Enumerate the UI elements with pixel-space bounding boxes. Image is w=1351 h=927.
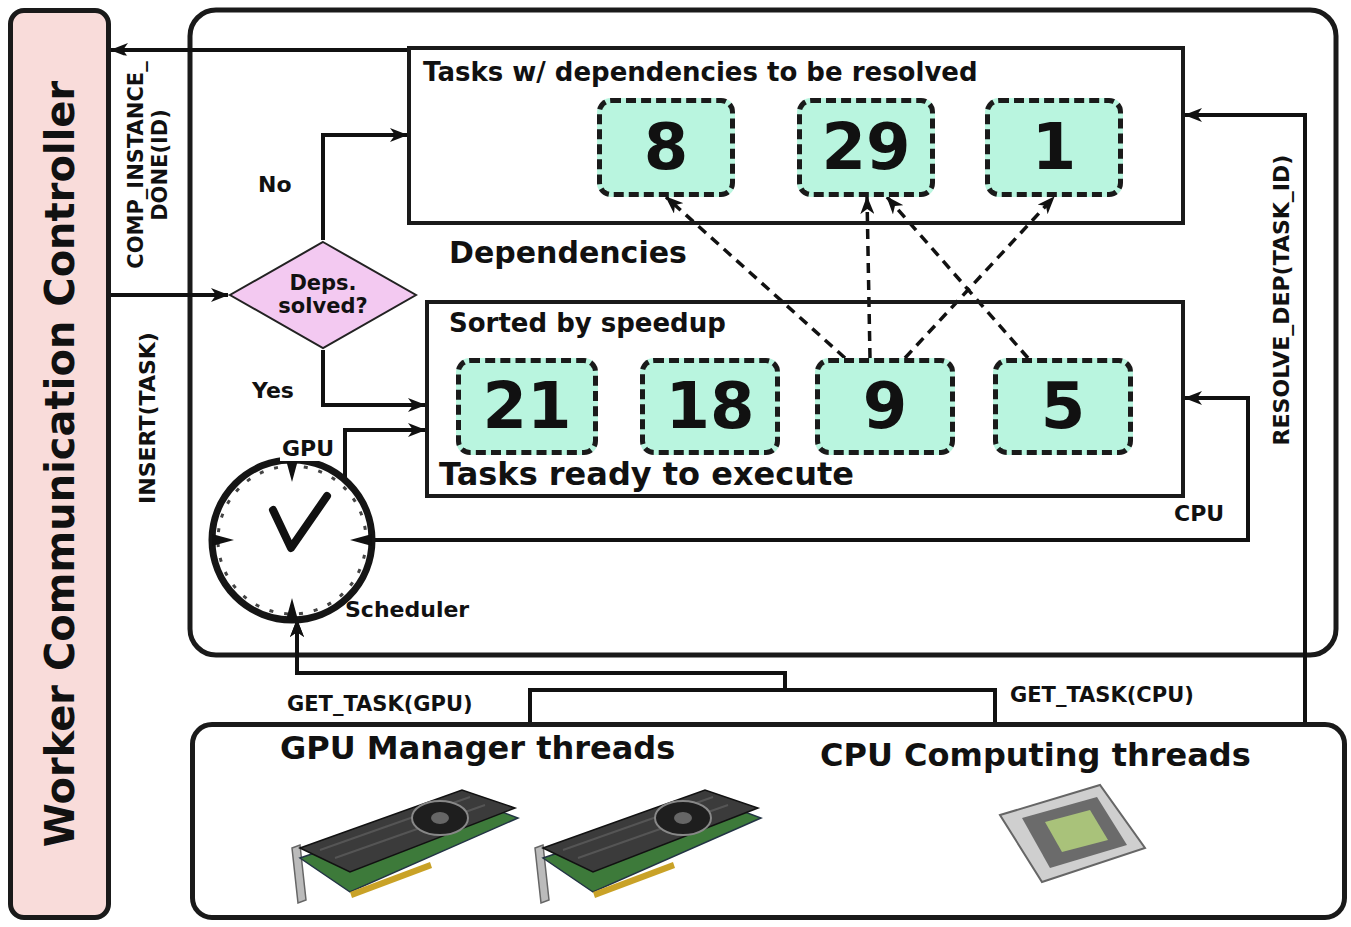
edge-label: RESOLVE_DEP(TASK_ID): [1269, 153, 1294, 448]
flow-arrow: [323, 350, 425, 405]
clock-tick: [286, 598, 298, 620]
clock-texture: [218, 466, 366, 614]
node-text: GPU Manager threads: [280, 731, 675, 766]
clock-hands: [273, 496, 327, 548]
node-text: Worker Communication Controller: [38, 81, 82, 847]
node-text: Scheduler: [345, 598, 469, 622]
edge-label: COMP_INSTANCE_DONE(ID): [124, 56, 172, 275]
task-box: 1: [985, 98, 1123, 197]
threads-box: GPU Manager threads CPU Computing threads: [190, 722, 1347, 920]
node-text: CPU Computing threads: [820, 738, 1251, 773]
task-box: 21: [456, 358, 598, 455]
flow-arrow: [323, 135, 407, 240]
gpu-card-image: [292, 790, 518, 903]
pending-tasks-box: Tasks w/ dependencies to be resolved 8 29 1: [407, 46, 1185, 225]
clock-tick: [212, 534, 234, 546]
edge-label: No: [256, 172, 294, 197]
controller-box: Worker Communication Controller: [8, 8, 111, 920]
scheduler-region: [190, 10, 1336, 655]
node-text: Tasks w/ dependencies to be resolved: [423, 58, 978, 87]
task-box: 9: [815, 358, 955, 455]
flow-arrow: [111, 293, 228, 297]
task-box: 29: [797, 98, 935, 197]
task-number: 5: [1041, 371, 1086, 441]
task-box: 5: [993, 358, 1133, 455]
cpu-chip-image: [1000, 785, 1145, 882]
task-number: 21: [482, 371, 571, 441]
clock-tick: [286, 460, 298, 482]
task-number: 8: [644, 112, 689, 182]
edge-label: GET_TASK(CPU): [1008, 683, 1196, 707]
edge-label: GPU: [280, 436, 336, 461]
free-label: Dependencies: [447, 236, 689, 271]
edge-label: Yes: [250, 378, 296, 403]
diamond-shape: [230, 242, 416, 348]
clock-tick: [350, 534, 372, 546]
edge-label: CPU: [1172, 501, 1226, 526]
flow-arrow: [1185, 115, 1305, 722]
decision-diamond: Deps. solved?: [228, 240, 418, 350]
task-number: 1: [1032, 112, 1077, 182]
node-text: Deps. solved?: [263, 272, 383, 318]
node-text: Sorted by speedup: [449, 309, 726, 338]
task-number: 9: [863, 371, 908, 441]
clock-face: [212, 460, 372, 620]
task-number: 29: [821, 112, 910, 182]
edge-label: INSERT(TASK): [135, 330, 160, 506]
ready-tasks-box: Sorted by speedupTasks ready to execute 2…: [425, 300, 1185, 498]
flow-arrow: [345, 430, 425, 480]
task-number: 18: [665, 371, 754, 441]
task-box: 8: [597, 98, 735, 197]
node-text: Tasks ready to execute: [439, 457, 854, 492]
flow-arrow: [111, 48, 407, 52]
task-box: 18: [640, 358, 780, 455]
edge-label: GET_TASK(GPU): [285, 692, 475, 716]
gpu-card-image: [535, 790, 761, 903]
